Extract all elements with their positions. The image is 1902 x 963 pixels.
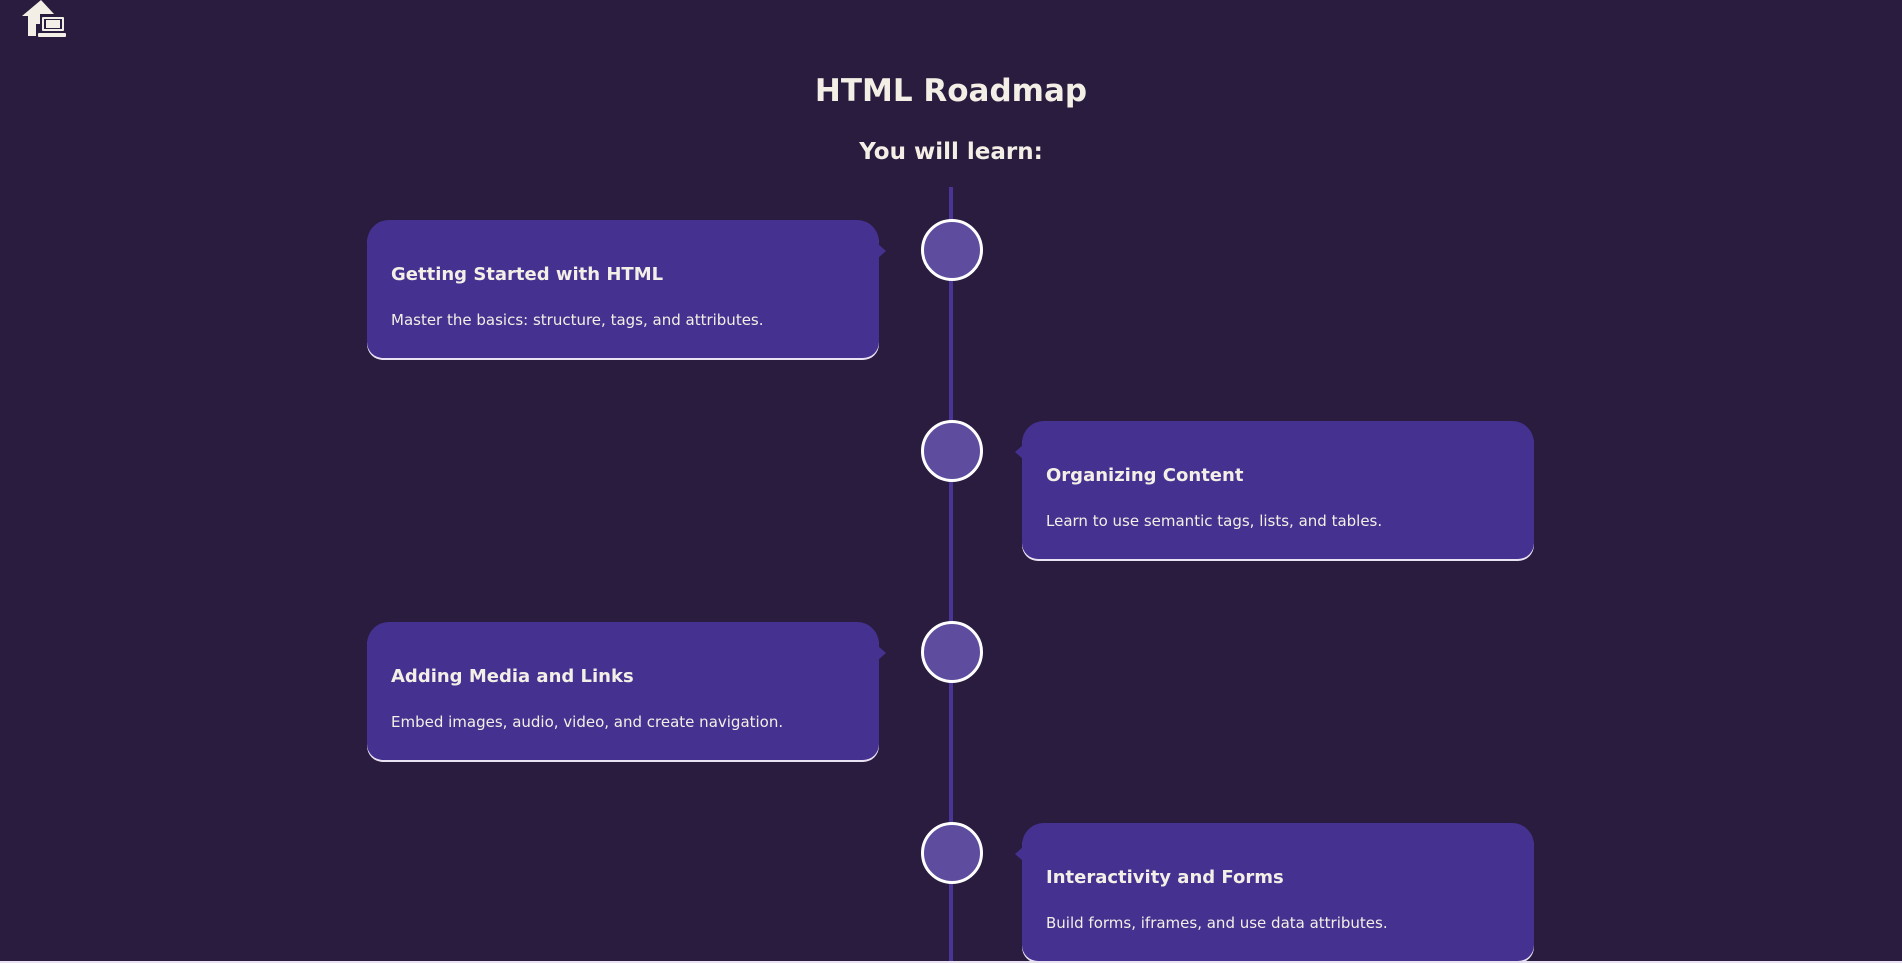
milestone-title: Interactivity and Forms (1046, 867, 1284, 888)
milestone-title: Organizing Content (1046, 465, 1244, 486)
milestone-card[interactable]: Adding Media and Links Embed images, aud… (367, 622, 886, 760)
home-icon[interactable] (22, 0, 66, 40)
card-pointer (1015, 847, 1023, 861)
timeline-dot (921, 219, 983, 281)
timeline-line (949, 187, 953, 963)
card-pointer (878, 244, 886, 258)
page-title: HTML Roadmap (814, 73, 1088, 109)
card-pointer (1015, 445, 1023, 459)
milestone-description: Build forms, iframes, and use data attri… (1046, 914, 1388, 932)
milestone-description: Master the basics: structure, tags, and … (391, 311, 764, 329)
milestone-title: Adding Media and Links (391, 666, 634, 687)
card-pointer (878, 646, 886, 660)
milestone-card[interactable]: Interactivity and Forms Build forms, ifr… (1015, 823, 1534, 961)
milestone-title: Getting Started with HTML (391, 264, 664, 285)
milestone-description: Embed images, audio, video, and create n… (391, 713, 784, 731)
milestone-card[interactable]: Getting Started with HTML Master the bas… (367, 220, 886, 358)
milestone-card[interactable]: Organizing Content Learn to use semantic… (1015, 421, 1534, 559)
timeline-dot (921, 621, 983, 683)
timeline-dot (921, 420, 983, 482)
page-subtitle: You will learn: (859, 139, 1043, 165)
milestone-description: Learn to use semantic tags, lists, and t… (1046, 512, 1383, 530)
page-bottom-border (0, 961, 1902, 963)
timeline-dot (921, 822, 983, 884)
